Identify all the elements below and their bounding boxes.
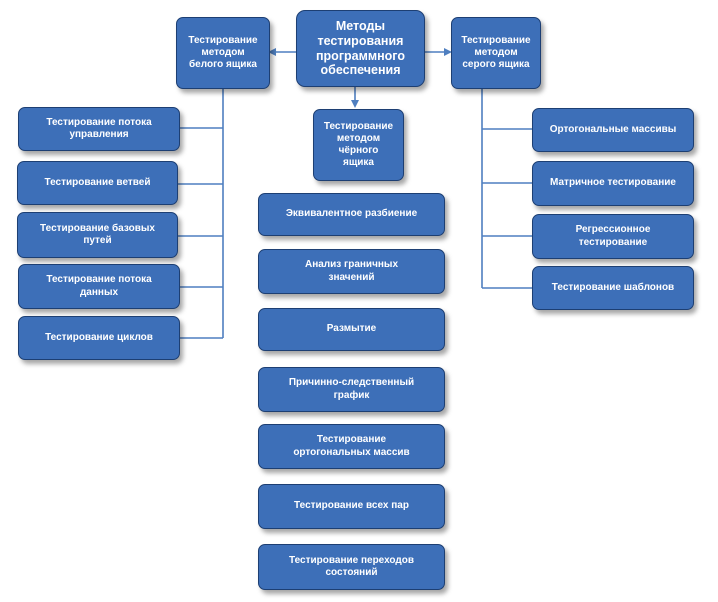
white-box-node: Тестирование методом белого ящика (176, 17, 270, 89)
white-item-basis-paths: Тестирование базовых путей (17, 212, 178, 258)
white-item-branches: Тестирование ветвей (17, 161, 178, 205)
gray-item-orthogonal-arrays: Ортогональные массивы (532, 108, 694, 152)
white-item-data-flow: Тестирование потока данных (18, 264, 180, 309)
black-item-fuzzing: Размытие (258, 308, 445, 351)
black-item-equivalence: Эквивалентное разбиение (258, 193, 445, 236)
gray-item-regression: Регрессионное тестирование (532, 214, 694, 259)
black-item-all-pairs: Тестирование всех пар (258, 484, 445, 529)
black-box-node: Тестирование методом чёрного ящика (313, 109, 404, 181)
black-item-cause-effect: Причинно-следственный график (258, 367, 445, 412)
black-item-state-transitions: Тестирование переходов состояний (258, 544, 445, 590)
white-item-loops: Тестирование циклов (18, 316, 180, 360)
gray-item-matrix: Матричное тестирование (532, 161, 694, 206)
root-node: Методы тестирования программного обеспеч… (296, 10, 425, 87)
white-item-control-flow: Тестирование потока управления (18, 107, 180, 151)
gray-item-patterns: Тестирование шаблонов (532, 266, 694, 310)
black-item-orthogonal: Тестирование ортогональных массив (258, 424, 445, 469)
black-item-boundary: Анализ граничных значений (258, 249, 445, 294)
gray-box-node: Тестирование методом серого ящика (451, 17, 541, 89)
